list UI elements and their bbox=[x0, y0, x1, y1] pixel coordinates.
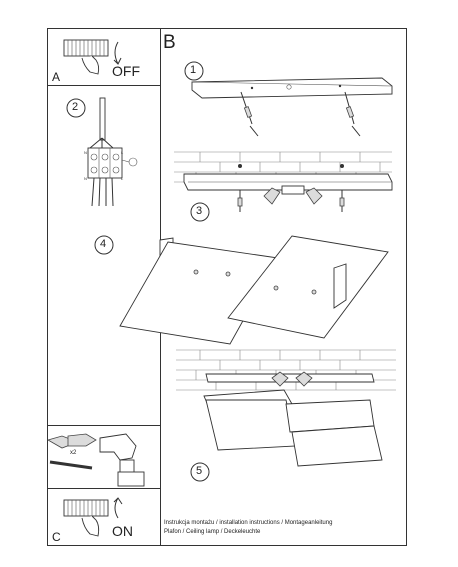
step-2-circle bbox=[66, 98, 86, 118]
terminal-label-n-bottom: N bbox=[84, 176, 87, 181]
panel-b-letter: B bbox=[163, 32, 176, 53]
drill-kit-quantity: x2 bbox=[70, 450, 77, 456]
terminal-label-n-top: N bbox=[84, 150, 87, 155]
step-1-number: 1 bbox=[190, 64, 197, 76]
brick-wall-5 bbox=[176, 349, 396, 391]
panel-c-on-label: ON bbox=[112, 523, 133, 539]
switchboard-on-icon bbox=[63, 497, 123, 537]
step3-ceiling-install bbox=[174, 151, 393, 222]
terminal-label-l-top: L bbox=[121, 150, 124, 155]
drill-kit-frame bbox=[47, 425, 161, 489]
step-3-number: 3 bbox=[196, 205, 203, 217]
caption-line-1: Instrukcja montażu / installation instru… bbox=[164, 520, 333, 526]
step-5-number: 5 bbox=[196, 465, 203, 477]
ground-icon bbox=[128, 157, 138, 167]
step-4-number: 4 bbox=[100, 238, 107, 250]
page-border bbox=[47, 28, 407, 546]
step-3-circle bbox=[190, 202, 210, 222]
switchboard-off-icon bbox=[63, 39, 122, 75]
caption-line-2: Plafon / Ceiling lamp / Deckeleuchte bbox=[164, 529, 261, 535]
step-5-circle bbox=[190, 462, 210, 482]
drill-kit-icon bbox=[46, 433, 145, 487]
panel-a-letter: A bbox=[52, 70, 61, 84]
step-1-circle bbox=[184, 61, 204, 81]
panel-a-off-label: OFF bbox=[112, 63, 140, 79]
step4-panels bbox=[94, 235, 389, 345]
step-2-number: 2 bbox=[72, 101, 79, 113]
step1-mounting-bar bbox=[184, 61, 393, 137]
panel-c-letter: C bbox=[52, 530, 61, 544]
step-4-circle bbox=[94, 235, 114, 255]
step5-final-assembly bbox=[176, 349, 396, 482]
step2-wiring-terminal bbox=[66, 97, 138, 207]
terminal-label-l-bottom: L bbox=[121, 176, 124, 181]
